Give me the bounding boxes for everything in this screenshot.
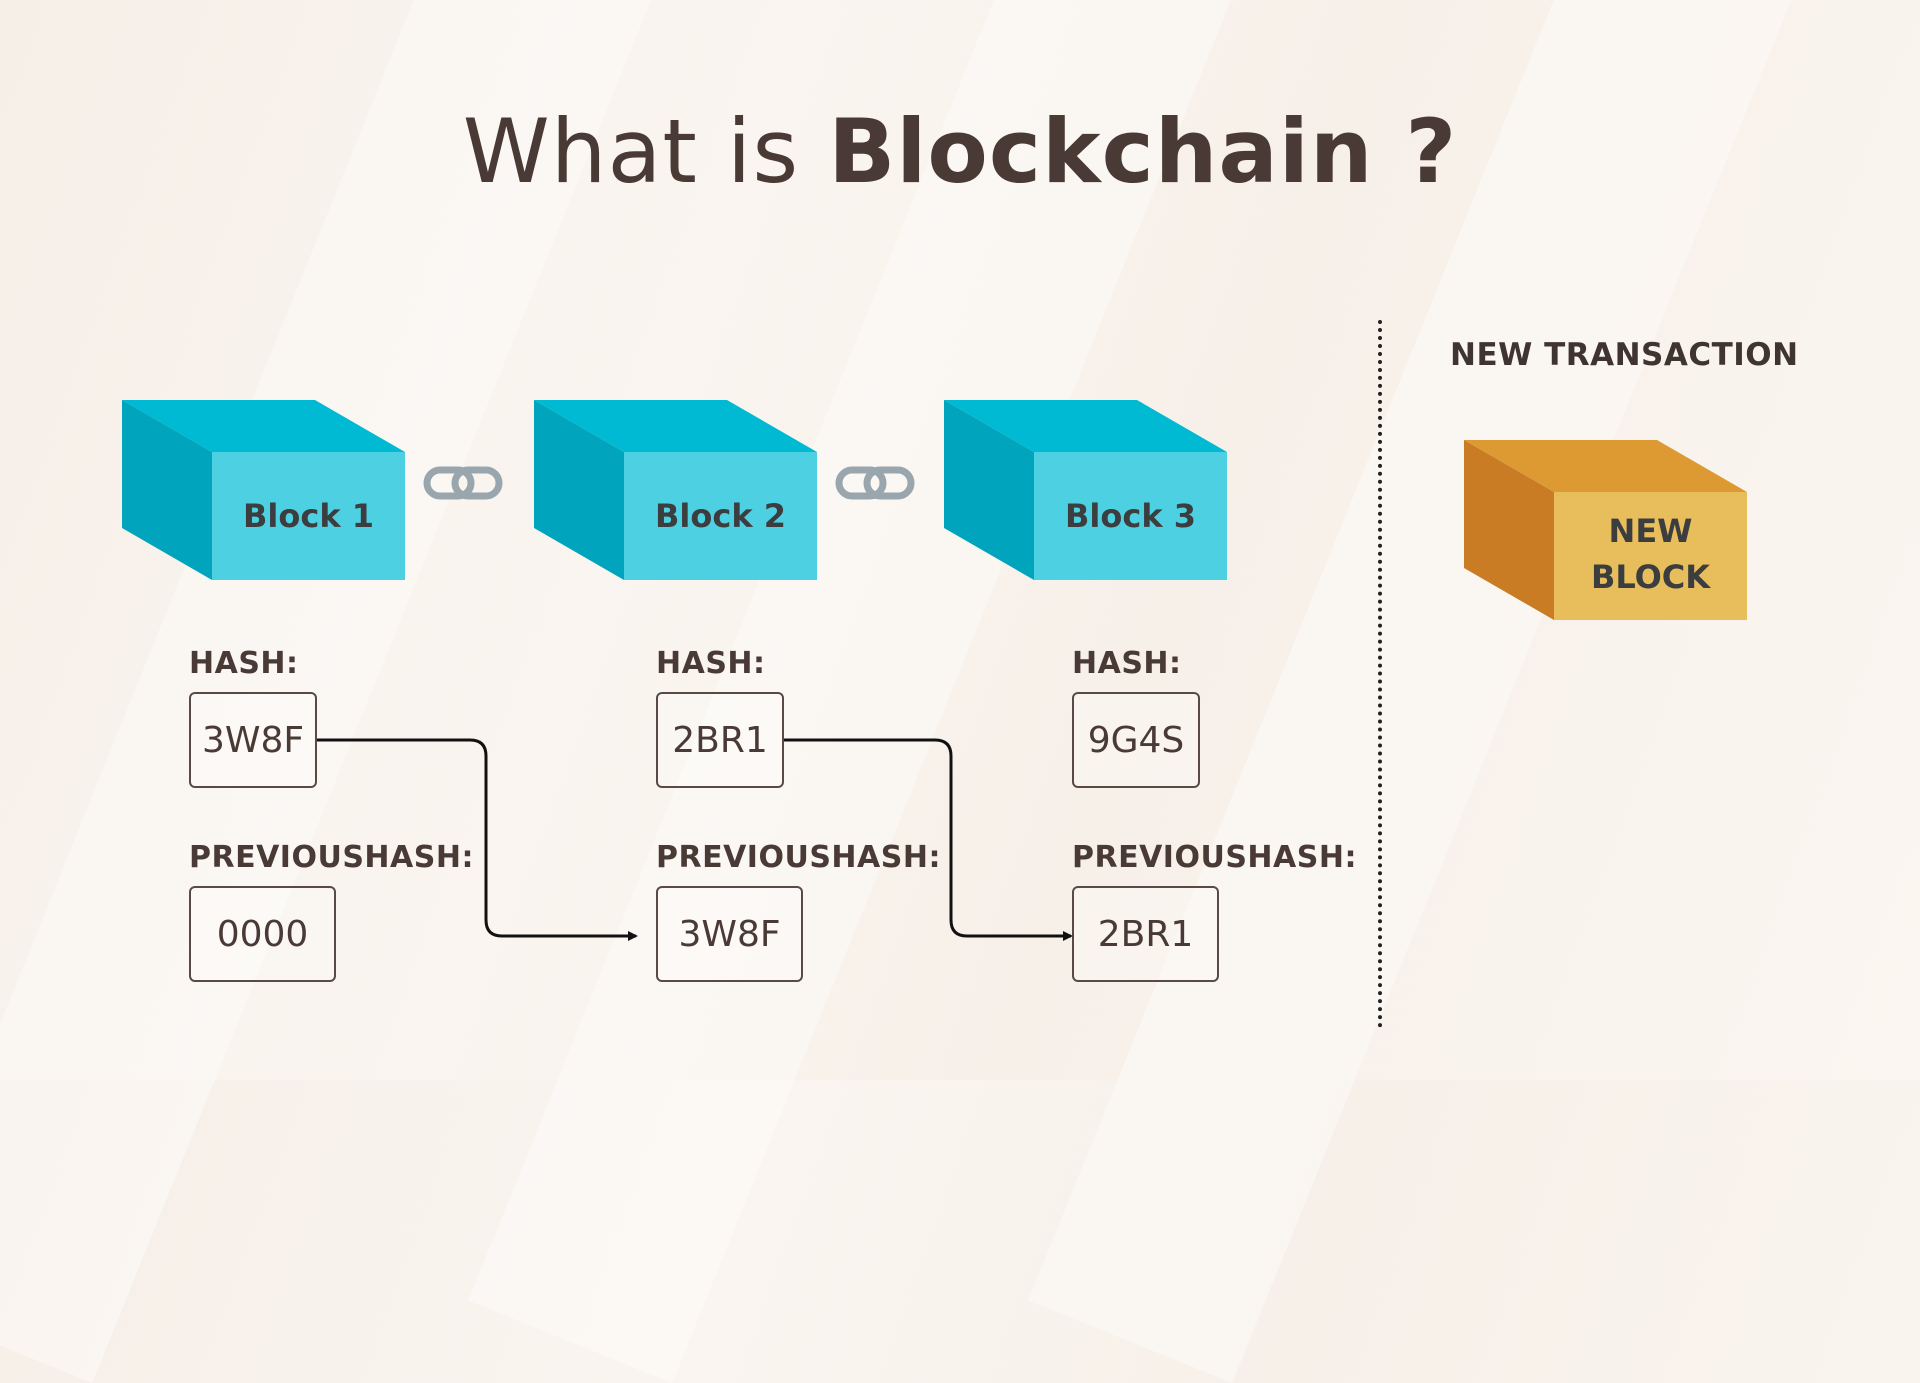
hash-label: HASH: bbox=[656, 646, 766, 681]
title-emphasis: Blockchain ? bbox=[828, 100, 1458, 203]
previous-hash-label: PREVIOUSHASH: bbox=[656, 840, 941, 875]
previous-hash-value-box: 3W8F bbox=[656, 886, 803, 982]
block-label: Block 1 bbox=[243, 497, 374, 535]
block-2: Block 2 bbox=[530, 400, 820, 582]
block-label: Block 3 bbox=[1065, 497, 1196, 535]
new-transaction-heading: NEW TRANSACTION bbox=[1450, 337, 1799, 373]
block-label: Block 2 bbox=[655, 497, 786, 535]
previous-hash-value-box: 0000 bbox=[189, 886, 336, 982]
chain-link-icon bbox=[835, 466, 915, 500]
chain-link-icon bbox=[423, 466, 503, 500]
arrow-right-icon bbox=[317, 738, 638, 941]
new-block-label: NEW BLOCK bbox=[1554, 508, 1747, 601]
block-1: Block 1 bbox=[118, 400, 408, 582]
previous-hash-value-box: 2BR1 bbox=[1072, 886, 1219, 982]
hash-label: HASH: bbox=[189, 646, 299, 681]
new-block-label-line1: NEW bbox=[1608, 512, 1693, 550]
hash-value-box: 2BR1 bbox=[656, 692, 784, 788]
title-prefix: What is bbox=[462, 100, 829, 203]
block-3: Block 3 bbox=[940, 400, 1230, 582]
arrow-right-icon bbox=[784, 738, 1073, 941]
new-block-label-line2: BLOCK bbox=[1590, 558, 1711, 597]
page-title: What is Blockchain ? bbox=[0, 100, 1920, 203]
previous-hash-label: PREVIOUSHASH: bbox=[189, 840, 474, 875]
connector-layer bbox=[317, 738, 1073, 941]
section-divider bbox=[1378, 320, 1382, 1028]
hash-label: HASH: bbox=[1072, 646, 1182, 681]
hash-value-box: 3W8F bbox=[189, 692, 317, 788]
hash-value-box: 9G4S bbox=[1072, 692, 1200, 788]
previous-hash-label: PREVIOUSHASH: bbox=[1072, 840, 1357, 875]
new-block: NEW BLOCK bbox=[1460, 440, 1750, 622]
